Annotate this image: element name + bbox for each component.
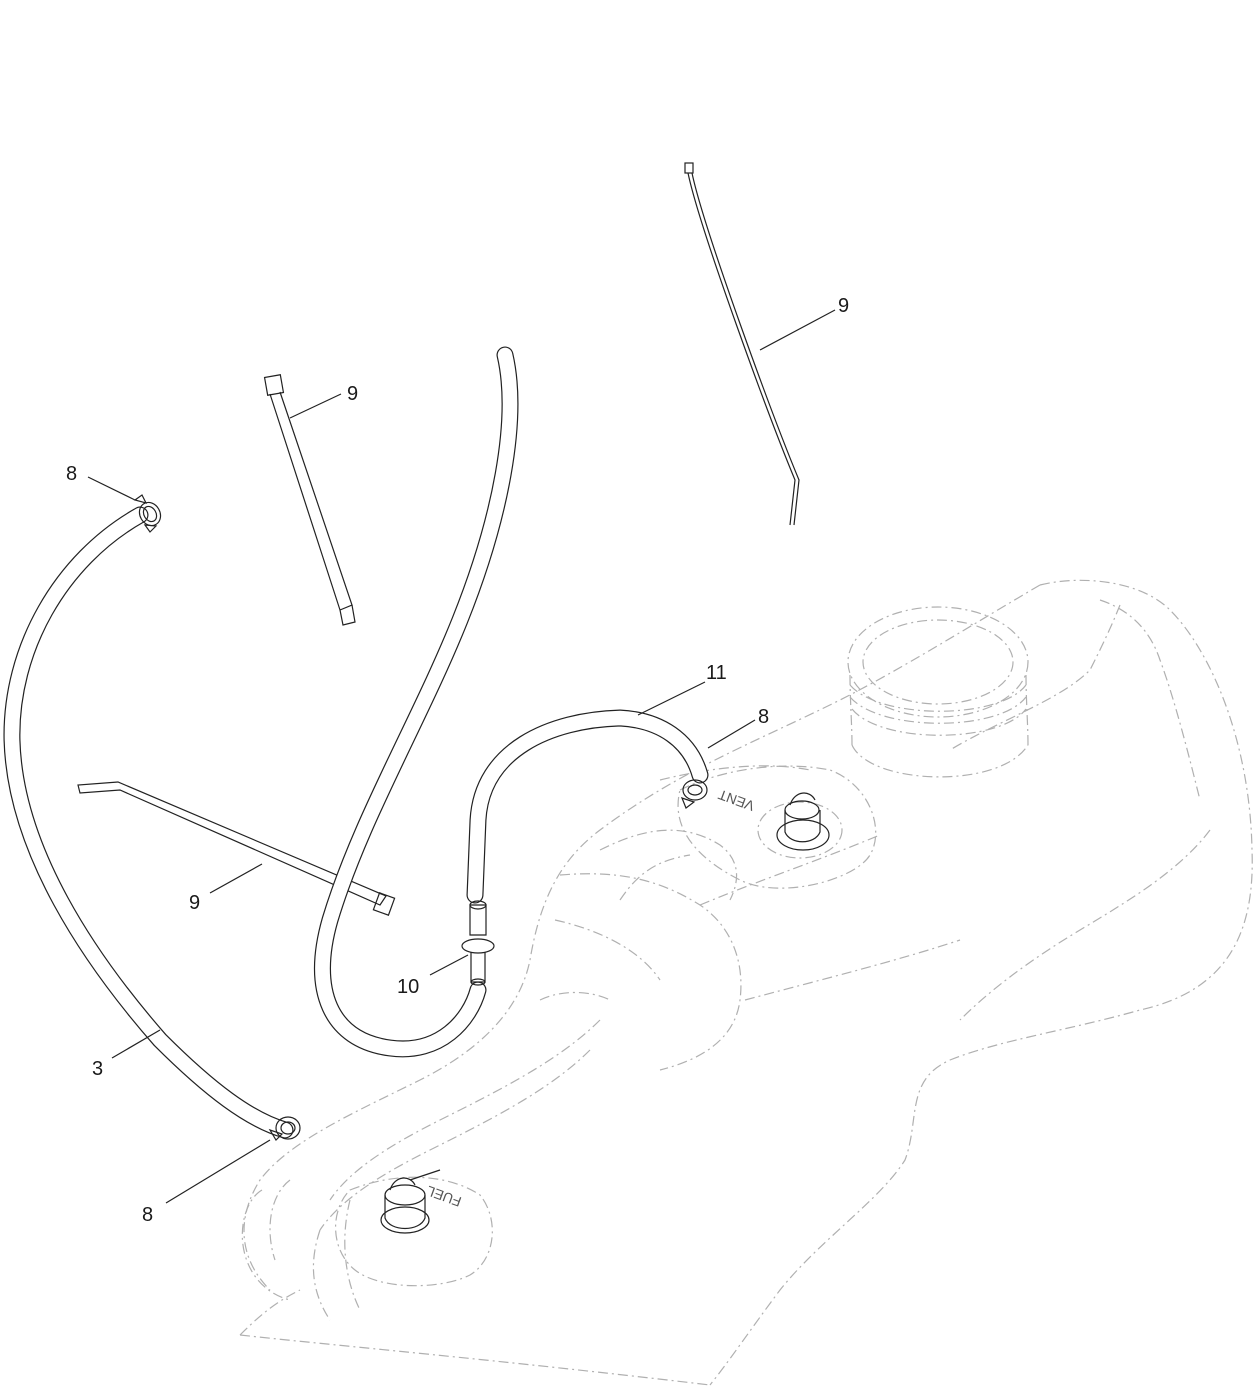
- fuel-tank-phantom: [239, 579, 1253, 1386]
- callout-8-bottom: 8: [142, 1204, 153, 1226]
- callout-9-upper-left: 9: [347, 383, 358, 405]
- callout-11: 11: [706, 662, 727, 684]
- callout-10: 10: [397, 976, 419, 998]
- cable-tie-upper-left: [263, 374, 356, 626]
- callout-8-upper-left: 8: [66, 463, 77, 485]
- leader-lines: [87, 309, 836, 1204]
- hose-clamp-upper-left: [133, 494, 162, 533]
- hose-clamp-right: [680, 779, 708, 809]
- vent-embossing: VENT: [716, 786, 757, 814]
- vent-fitting: [776, 792, 830, 851]
- fuel-fitting: [380, 1169, 441, 1234]
- callout-8-right: 8: [758, 706, 769, 728]
- fitting-part-10: [461, 900, 495, 986]
- hose-part-3: [3, 506, 294, 1139]
- callout-9-lower: 9: [189, 892, 200, 914]
- callout-9-top-right: 9: [838, 295, 849, 317]
- callout-3: 3: [92, 1058, 103, 1080]
- hose-clamp-bottom: [268, 1116, 301, 1141]
- hose-part-11: [314, 346, 709, 1058]
- cable-tie-top-right: [684, 162, 800, 526]
- cable-tie-lower: [77, 781, 396, 916]
- fuel-embossing: FUEL: [424, 1183, 463, 1210]
